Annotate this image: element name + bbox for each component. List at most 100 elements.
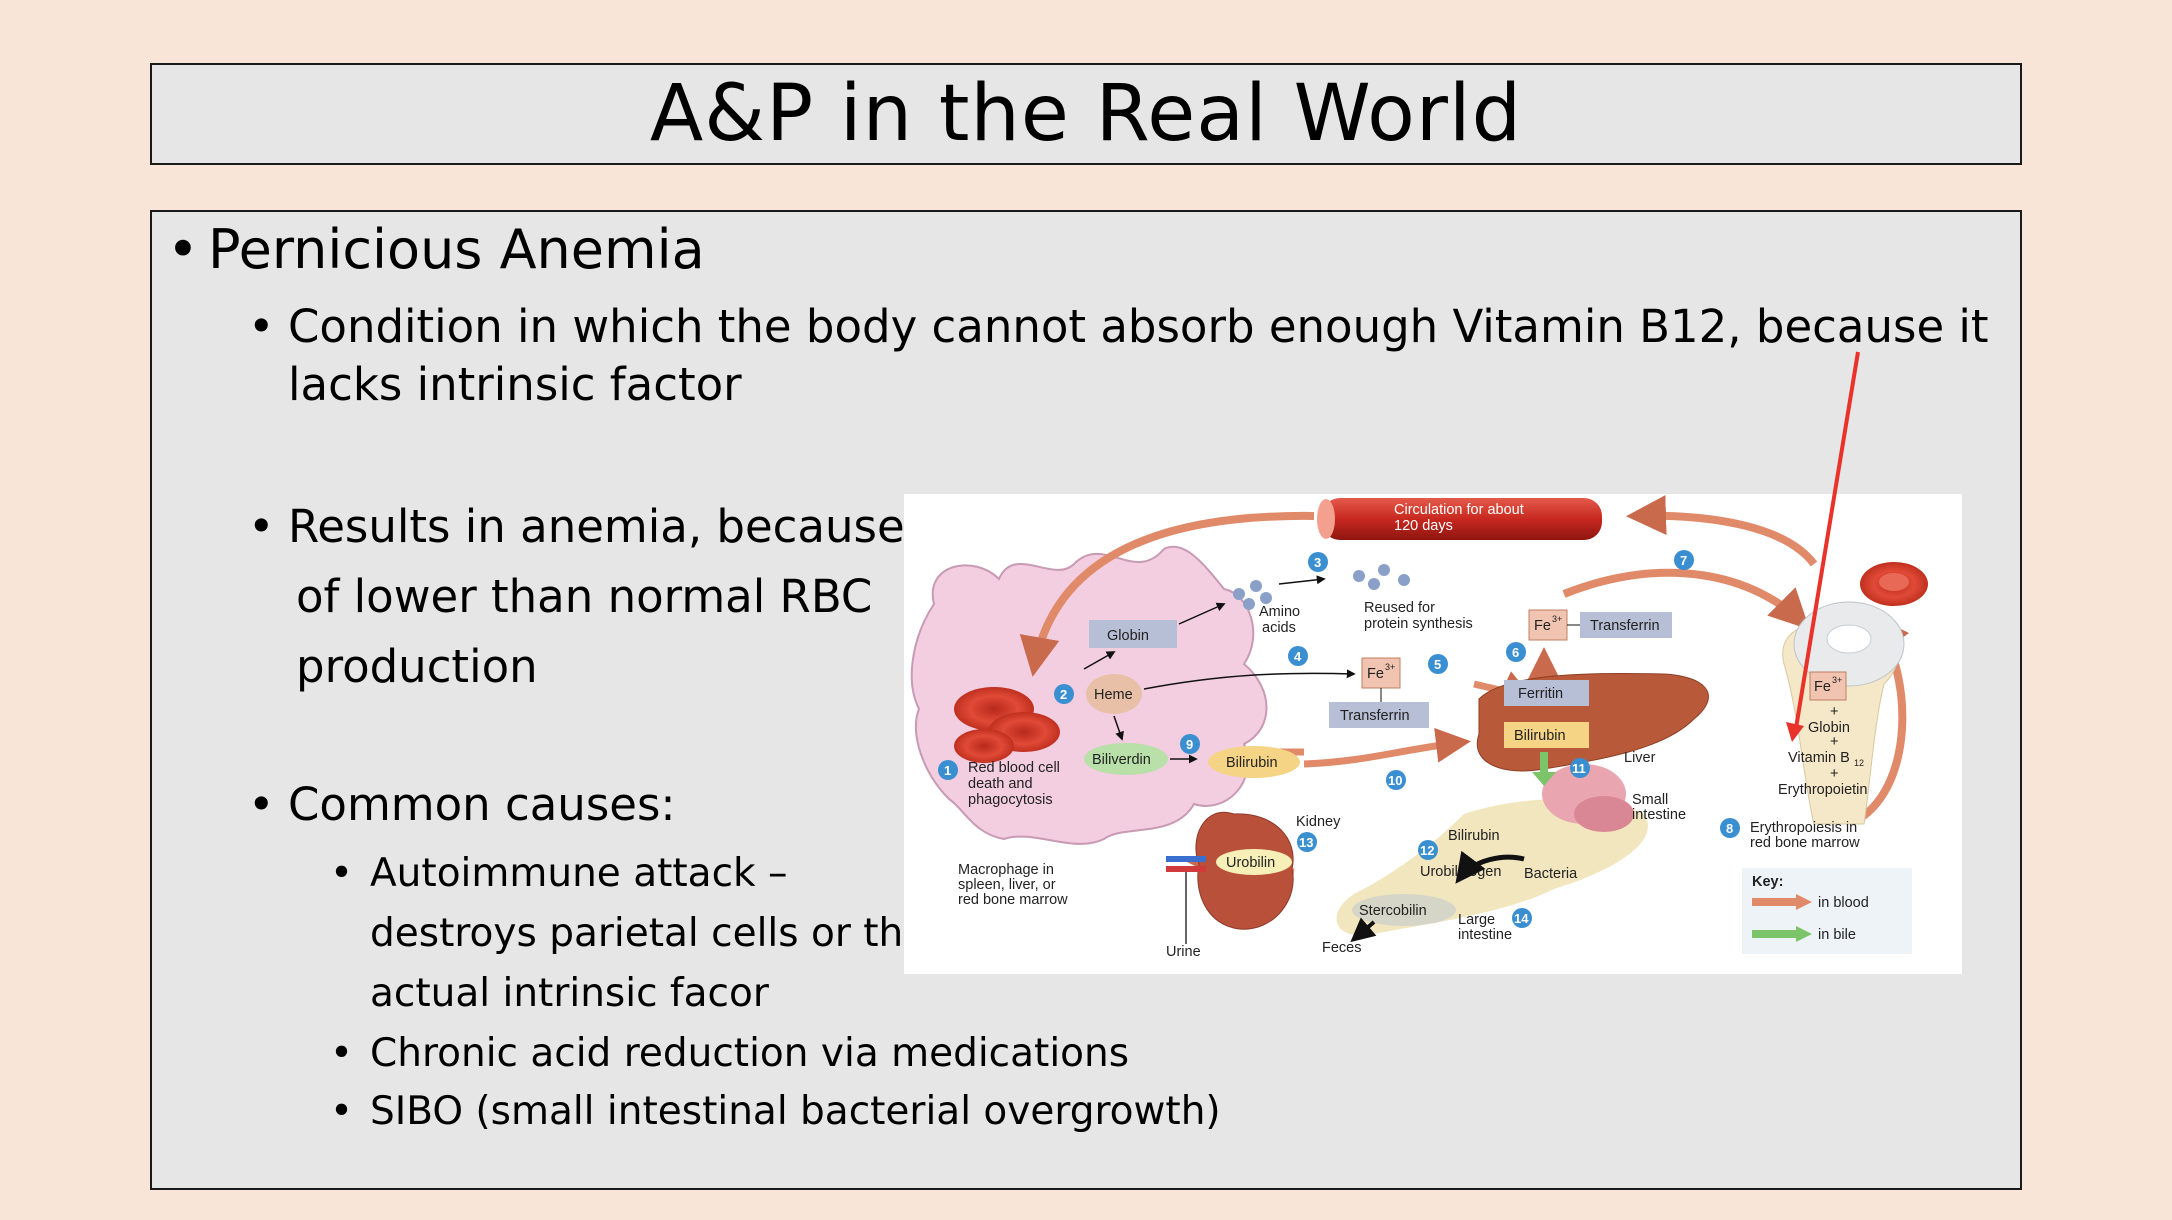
- bilirubin-liver-label: Bilirubin: [1514, 728, 1566, 744]
- bullet-glyph: •: [248, 500, 275, 553]
- arrow-blood-icon: [1626, 495, 1818, 567]
- macrophage-label-1: Macrophage in: [958, 862, 1054, 878]
- svg-text:4: 4: [1294, 649, 1302, 664]
- urobilin-label: Urobilin: [1226, 855, 1275, 871]
- blood-vessel-icon: [1322, 498, 1602, 540]
- rbc-label-3: phagocytosis: [968, 792, 1053, 808]
- macrophage-label-3: red bone marrow: [958, 892, 1068, 908]
- cause1-line3: actual intrinsic facor: [370, 971, 769, 1016]
- macrophage-label-2: spleen, liver, or: [958, 877, 1056, 893]
- bullet-glyph: •: [248, 300, 275, 353]
- cause2: Chronic acid reduction via medications: [370, 1031, 1130, 1076]
- transferrin-label-top: Transferrin: [1590, 618, 1660, 634]
- svg-text:8: 8: [1726, 821, 1733, 836]
- biliverdin-label: Biliverdin: [1092, 752, 1151, 768]
- circulation-label-2: 120 days: [1394, 518, 1453, 534]
- bullet-glyph: •: [167, 218, 199, 281]
- arrow-blood-icon: [1562, 568, 1810, 630]
- fe-box: [1361, 657, 1401, 689]
- fe-label-top: Fe: [1534, 618, 1551, 634]
- step-badge: 10: [1386, 770, 1406, 790]
- step-badge: 7: [1674, 550, 1694, 570]
- key-blood-label: in blood: [1818, 895, 1869, 911]
- rbc-label-2: death and: [968, 776, 1033, 792]
- feces-label: Feces: [1322, 940, 1362, 956]
- slide-title: A&P in the Real World: [649, 69, 1523, 159]
- bullet-glyph: •: [330, 1031, 354, 1076]
- fe-sup-top: 3+: [1552, 614, 1562, 624]
- step-badge: 9: [1180, 734, 1200, 754]
- cause3: SIBO (small intestinal bacterial overgro…: [370, 1089, 1221, 1134]
- transferrin-box-top: [1580, 612, 1672, 638]
- fe-label-bone: Fe: [1814, 679, 1831, 695]
- transferrin-label: Transferrin: [1340, 708, 1410, 724]
- plus-2: +: [1830, 734, 1838, 750]
- svg-text:13: 13: [1299, 835, 1313, 850]
- svg-text:9: 9: [1186, 737, 1193, 752]
- transferrin-box: [1329, 702, 1429, 728]
- erythro-label-2: red bone marrow: [1750, 835, 1860, 851]
- svg-text:12: 12: [1420, 843, 1434, 858]
- key-bile-label: in bile: [1818, 927, 1856, 943]
- cause1-line2: destroys parietal cells or the: [370, 911, 928, 956]
- fe-box-top: [1528, 609, 1568, 641]
- step-badge: 8: [1720, 818, 1740, 838]
- svg-text:10: 10: [1388, 773, 1402, 788]
- heading-pernicious-anemia: Pernicious Anemia: [208, 218, 705, 281]
- stercobilin-label: Stercobilin: [1359, 903, 1427, 919]
- step-badge: 6: [1506, 642, 1526, 662]
- globin-box: [1089, 620, 1177, 648]
- svg-text:7: 7: [1680, 553, 1687, 568]
- liver-label: Liver: [1624, 750, 1656, 766]
- legend-box: [1742, 868, 1912, 954]
- arrow-blood-icon: [1303, 727, 1471, 768]
- step-badge: 2: [1054, 684, 1074, 704]
- reused-label-2: protein synthesis: [1364, 616, 1473, 632]
- svg-text:3: 3: [1314, 555, 1321, 570]
- bullet1-line1: Condition in which the body cannot absor…: [288, 300, 1989, 353]
- amino-label-1: Amino: [1259, 604, 1300, 620]
- step-badge: 1: [938, 760, 958, 780]
- bullet2-line3: production: [296, 640, 538, 693]
- bullet-glyph: •: [248, 778, 275, 831]
- large-intestine-label-2: intestine: [1458, 927, 1512, 943]
- cause1-line1: Autoimmune attack –: [370, 851, 788, 896]
- plus-1: +: [1830, 704, 1838, 720]
- step-badge: 5: [1428, 654, 1448, 674]
- bilirubin-liver-box: [1504, 722, 1589, 748]
- vitamin-sub: 12: [1854, 758, 1864, 768]
- step-badge: 3: [1308, 552, 1328, 572]
- urobilin-node: [1216, 849, 1292, 875]
- svg-text:5: 5: [1434, 657, 1441, 672]
- fe-sup: 3+: [1385, 662, 1395, 672]
- svg-text:2: 2: [1060, 687, 1067, 702]
- rbc-label-1: Red blood cell: [968, 760, 1060, 776]
- arrow-blood-icon: [1019, 511, 1315, 677]
- reused-label-1: Reused for: [1364, 600, 1435, 616]
- epo-label: Erythropoietin: [1778, 782, 1867, 798]
- rbc-icon: [954, 729, 1014, 763]
- title-box: A&P in the Real World: [150, 63, 2022, 165]
- kidney-label: Kidney: [1296, 814, 1341, 830]
- globin-label: Globin: [1107, 628, 1149, 644]
- rbc-recycling-diagram: Circulation for about 120 days Globin Am…: [904, 494, 1962, 974]
- heme-label: Heme: [1094, 687, 1133, 703]
- svg-text:1: 1: [944, 763, 951, 778]
- bullet2-line2: of lower than normal RBC: [296, 570, 873, 623]
- fe-label: Fe: [1367, 666, 1384, 682]
- ferritin-label: Ferritin: [1518, 686, 1563, 702]
- stercobilin-node: [1352, 894, 1456, 926]
- step-badge: 12: [1418, 840, 1438, 860]
- step-badge: 11: [1570, 758, 1590, 778]
- bullet1-line2: lacks intrinsic factor: [288, 358, 742, 411]
- ferritin-box: [1504, 680, 1589, 706]
- globin-bone-label: Globin: [1808, 720, 1850, 736]
- erythro-label-1: Erythropoiesis in: [1750, 820, 1857, 836]
- bilirubin-intestine-label: Bilirubin: [1448, 828, 1500, 844]
- step-badge: 13: [1297, 832, 1317, 852]
- circulation-label-1: Circulation for about: [1394, 502, 1524, 518]
- amino-label-2: acids: [1262, 620, 1296, 636]
- fe-sup-bone: 3+: [1832, 675, 1842, 685]
- plus-3: +: [1830, 766, 1838, 782]
- step-badge: 4: [1288, 646, 1308, 666]
